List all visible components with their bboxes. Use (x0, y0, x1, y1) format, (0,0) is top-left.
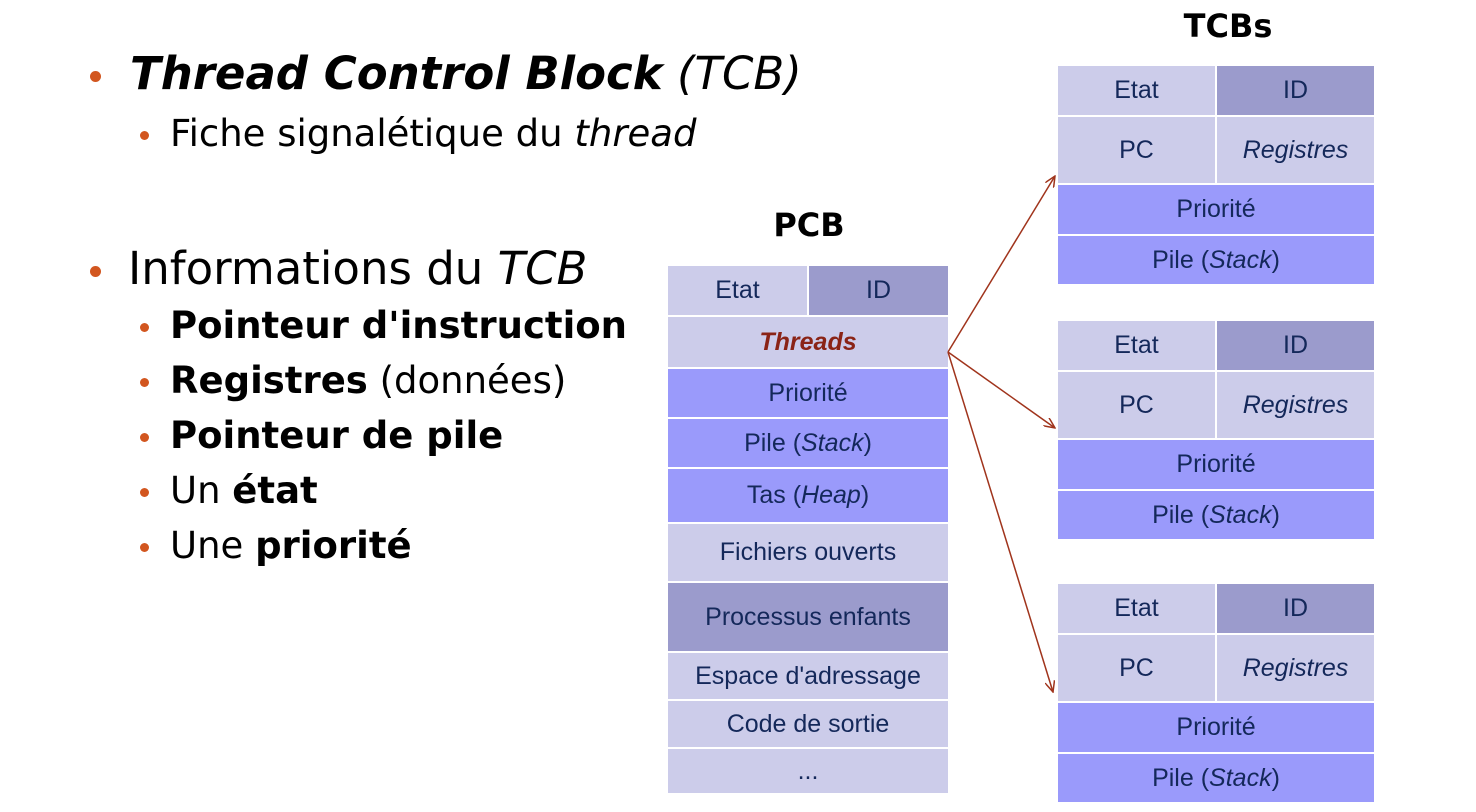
pcb-pile-cell: Pile (Stack) (668, 419, 950, 469)
arrow-to-tcb-2 (947, 351, 1055, 428)
tcb-pile-prefix: Pile ( (1152, 763, 1210, 792)
fiche-text: Fiche signalétique du (170, 112, 575, 155)
tcb-etat-cell: Etat (1058, 321, 1217, 372)
registres-bold: Registres (170, 359, 368, 402)
tcb-registres-cell: Registres (1217, 372, 1376, 440)
registres-rest: (données) (367, 359, 567, 402)
fiche-italic: thread (574, 112, 697, 155)
info-italic: TCB (497, 242, 588, 295)
pcb-pile-prefix: Pile ( (744, 428, 802, 457)
pcb-etat-cell: Etat (668, 266, 809, 317)
pcb-fichiers-cell: Fichiers ouverts (668, 524, 950, 583)
tcb-pc-cell: PC (1058, 117, 1217, 185)
pcb-tas-cell: Tas (Heap) (668, 469, 950, 524)
info-heading: Informations du TCB (128, 242, 587, 295)
pcb-tas-italic: Heap (801, 481, 861, 509)
arrow-to-tcb-1 (947, 176, 1055, 353)
priorite-bold: priorité (255, 524, 412, 567)
tcb-id-cell: ID (1217, 584, 1376, 635)
tcb-pile-prefix: Pile ( (1152, 500, 1210, 529)
tcb-id-cell: ID (1217, 321, 1376, 372)
pointeur-instruction-line: Pointeur d'instruction (170, 304, 628, 347)
tcb-etat-cell: Etat (1058, 584, 1217, 635)
info-text: Informations du (128, 242, 498, 295)
priorite-line: Une priorité (170, 524, 412, 567)
fiche-line: Fiche signalétique du thread (170, 112, 696, 155)
tcb-pile-suffix: ) (1271, 245, 1280, 274)
tcbs-title: TCBs (1183, 7, 1273, 45)
tcb-pile-suffix: ) (1271, 500, 1280, 529)
tcb-pile-italic: Stack (1209, 245, 1272, 274)
tcb-priorite-cell: Priorité (1058, 440, 1376, 491)
tcb-heading-bold: Thread Control Block (130, 47, 663, 100)
tcb-pile-cell: Pile (Stack) (1058, 236, 1376, 286)
tcb-pile-cell: Pile (Stack) (1058, 754, 1376, 804)
tcb-etat-cell: Etat (1058, 66, 1217, 117)
pcb-tas-suffix: ) (860, 481, 870, 509)
tcb-pile-suffix: ) (1271, 763, 1280, 792)
bullet-dot (140, 433, 149, 442)
etat-bold: état (232, 469, 318, 512)
tcb-pile-italic: Stack (1209, 763, 1272, 792)
pcb-id-cell: ID (809, 266, 950, 317)
pcb-code-cell: Code de sortie (668, 701, 950, 749)
bullet-dot (140, 378, 149, 387)
pcb-dots-cell: ... (668, 749, 950, 795)
bullet-dot (90, 71, 101, 82)
un-prefix: Un (170, 469, 233, 512)
pcb-pile-italic: Stack (801, 428, 864, 457)
arrow-to-tcb-3 (947, 351, 1053, 692)
pointeur-pile-line: Pointeur de pile (170, 414, 504, 457)
tcb-heading-acronym: (TCB) (676, 47, 802, 100)
tcb-pc-cell: PC (1058, 635, 1217, 703)
pcb-processus-cell: Processus enfants (668, 583, 950, 653)
tcb-registres-cell: Registres (1217, 117, 1376, 185)
tcb-id-cell: ID (1217, 66, 1376, 117)
tcb-priorite-cell: Priorité (1058, 185, 1376, 236)
tcb-pile-cell: Pile (Stack) (1058, 491, 1376, 541)
bullet-dot (90, 266, 101, 277)
bullet-dot (140, 323, 149, 332)
registres-line: Registres (données) (170, 359, 566, 402)
tcb-pile-italic: Stack (1209, 500, 1272, 529)
bullet-dot (140, 131, 149, 140)
tcb-registres-cell: Registres (1217, 635, 1376, 703)
bullet-dot (140, 543, 149, 552)
pcb-priorite-cell: Priorité (668, 369, 950, 419)
tcb-heading: Thread Control Block (TCB) (130, 47, 802, 100)
pcb-threads-cell: Threads (668, 317, 950, 369)
pcb-espace-cell: Espace d'adressage (668, 653, 950, 701)
pcb-title: PCB (773, 206, 845, 244)
etat-line: Un état (170, 469, 318, 512)
tcb-priorite-cell: Priorité (1058, 703, 1376, 754)
bullet-dot (140, 488, 149, 497)
une-prefix: Une (170, 524, 256, 567)
pcb-tas-prefix: Tas ( (746, 481, 802, 509)
tcb-pc-cell: PC (1058, 372, 1217, 440)
pcb-pile-suffix: ) (863, 428, 872, 457)
tcb-pile-prefix: Pile ( (1152, 245, 1210, 274)
